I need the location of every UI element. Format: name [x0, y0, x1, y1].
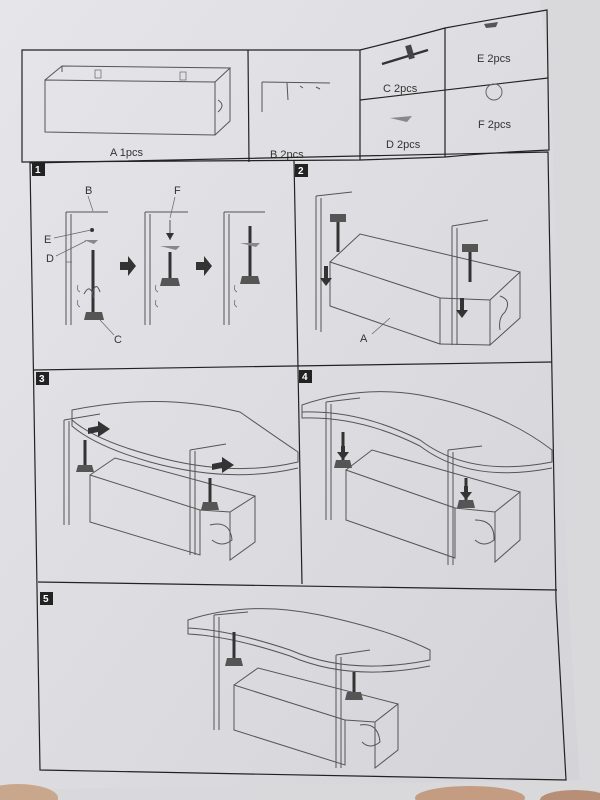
part-e-screw-drawing	[484, 22, 498, 28]
part-a-label: A 1pcs	[110, 147, 144, 159]
step-1-number: 1	[35, 165, 41, 176]
step-1-drawing	[53, 195, 265, 336]
step-5-number: 5	[43, 594, 49, 605]
step-2-drawing	[315, 191, 522, 347]
step-3-drawing	[63, 401, 299, 561]
steps-grid	[29, 151, 567, 781]
fingers-photo-detail	[0, 784, 600, 800]
paper-sheet	[0, 0, 580, 790]
part-d-label: D 2pcs	[386, 139, 421, 151]
step-1-callout-c: C	[114, 334, 122, 346]
part-c-screw-drawing	[381, 44, 429, 66]
step-4-drawing	[301, 391, 553, 565]
part-c-label: C 2pcs	[383, 83, 418, 95]
step-1-callout-b: B	[85, 185, 92, 197]
step-1-callout-e: E	[44, 234, 51, 246]
part-b-label: B 2pcs	[270, 149, 304, 161]
part-f-label: F 2pcs	[478, 119, 512, 131]
part-b-bracket-drawing	[261, 81, 331, 112]
parts-table	[21, 9, 550, 163]
step-5-drawing	[187, 608, 431, 770]
step-1-callout-d: D	[46, 253, 54, 265]
part-f-ring-drawing	[485, 83, 503, 101]
step-4-number: 4	[302, 372, 308, 383]
part-e-label: E 2pcs	[477, 53, 511, 65]
part-a-tray-drawing	[44, 65, 232, 136]
part-d-washer-drawing	[390, 116, 412, 122]
step-1-callout-f: F	[174, 185, 181, 197]
step-3-number: 3	[39, 374, 45, 385]
step-2-number: 2	[298, 166, 304, 177]
step-2-callout-a: A	[360, 333, 368, 345]
